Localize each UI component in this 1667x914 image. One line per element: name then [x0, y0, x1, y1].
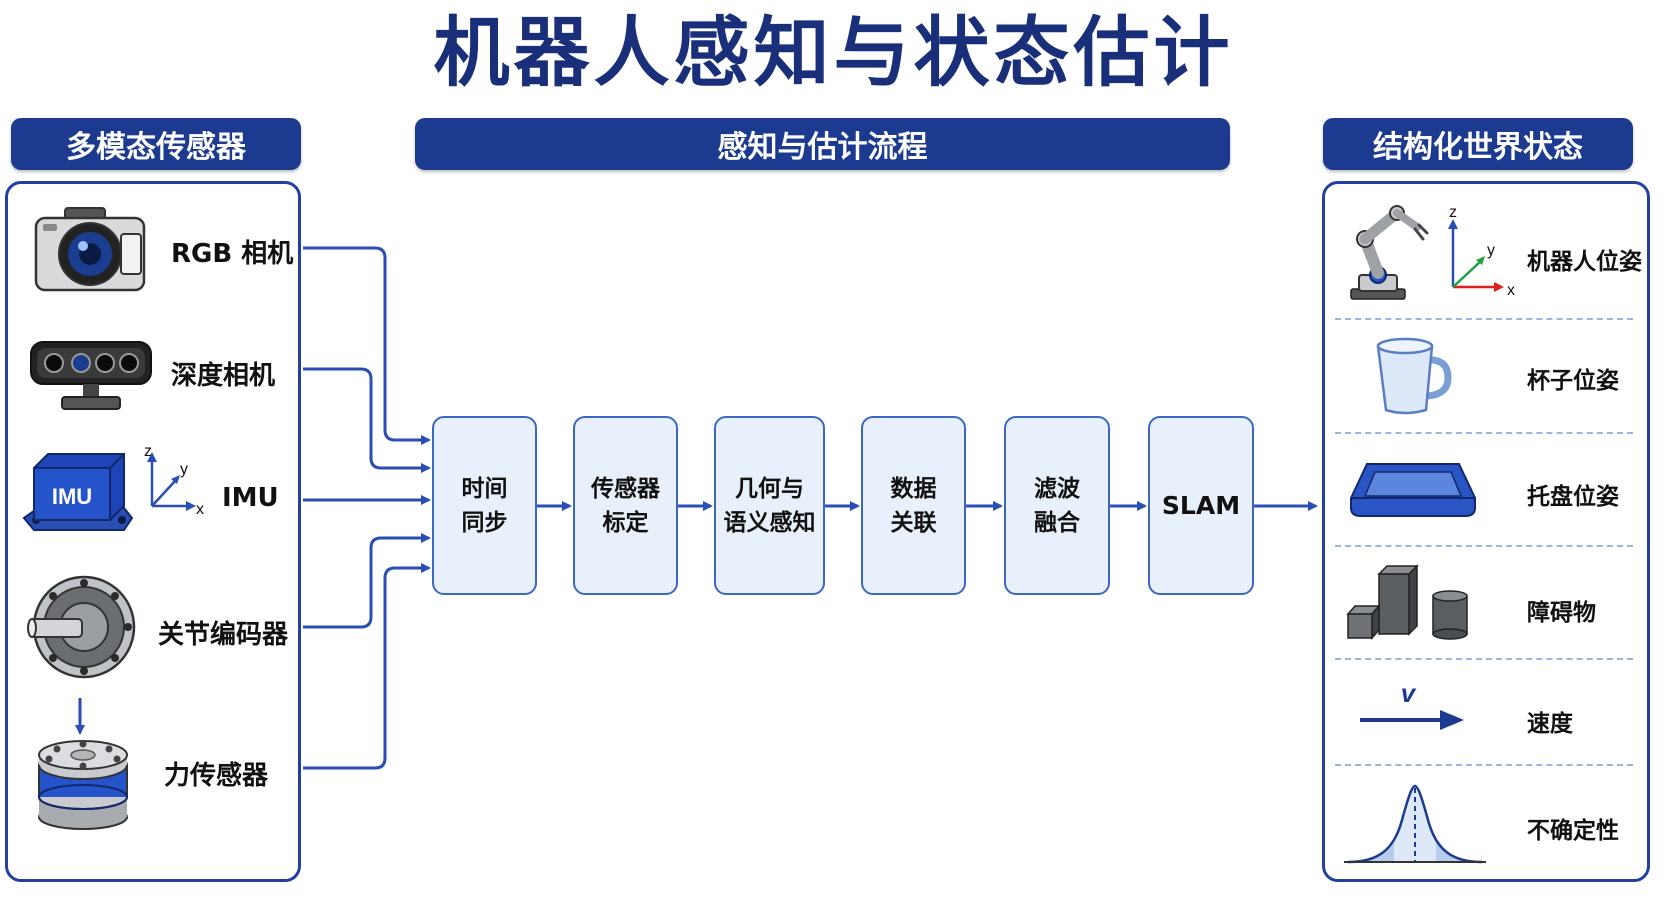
- cup-icon: [1376, 337, 1452, 415]
- step-data-association: 数据 关联: [861, 416, 966, 595]
- camera-icon: [34, 207, 146, 292]
- step-label: 传感器 标定: [591, 475, 660, 536]
- step-sensor-calibration: 传感器 标定: [573, 416, 678, 595]
- output-label-obstacles: 障碍物: [1527, 600, 1596, 626]
- step-geometric-semantic-perception: 几何与 语义感知: [714, 416, 825, 595]
- encoder-icon: [27, 575, 136, 679]
- axis-y-label: y: [1487, 242, 1495, 259]
- obstacles-icon: [1346, 564, 1468, 640]
- sensor-label-force-sensor: 力传感器: [164, 761, 269, 791]
- sensor-label-joint-encoder: 关节编码器: [158, 620, 289, 650]
- step-label: 几何与 语义感知: [723, 475, 816, 536]
- pose-axes-icon: z y x: [1448, 204, 1515, 299]
- robot-arm-icon: [1350, 205, 1429, 300]
- pipeline-header: 感知与估计流程: [415, 118, 1230, 170]
- step-label: 时间 同步: [461, 475, 508, 536]
- axis-z-label: z: [144, 443, 152, 460]
- divider: [1335, 545, 1633, 547]
- step-label: 数据 关联: [890, 475, 937, 536]
- velocity-symbol: v: [1401, 678, 1417, 708]
- output-label-uncertainty: 不确定性: [1527, 818, 1619, 844]
- step-filter-fusion: 滤波 融合: [1004, 416, 1110, 595]
- imu-badge-text: IMU: [52, 484, 92, 509]
- step-label: 滤波 融合: [1034, 475, 1080, 536]
- sensor-label-rgb-camera: RGB 相机: [171, 239, 294, 269]
- depth-camera-icon: [30, 341, 152, 410]
- imu-axes-icon: z y x: [144, 443, 204, 518]
- divider: [1335, 318, 1633, 320]
- tray-icon: [1350, 463, 1476, 517]
- divider: [1335, 764, 1633, 766]
- divider: [1335, 432, 1633, 434]
- gaussian-curve-icon: [1344, 784, 1486, 864]
- axis-z-label: z: [1449, 204, 1457, 221]
- output-label-velocity: 速度: [1527, 711, 1573, 737]
- output-label-robot-pose: 机器人位姿: [1527, 249, 1642, 275]
- step-time-sync: 时间 同步: [432, 416, 537, 595]
- output-label-cup-pose: 杯子位姿: [1527, 368, 1619, 394]
- velocity-arrow-icon: v: [1360, 678, 1464, 730]
- force-sensor-icon: [38, 740, 128, 830]
- output-label-tray-pose: 托盘位姿: [1527, 484, 1619, 510]
- axis-x-label: x: [196, 501, 204, 518]
- step-label: SLAM: [1161, 490, 1241, 520]
- sensor-label-depth-camera: 深度相机: [171, 361, 276, 391]
- outputs-header: 结构化世界状态: [1323, 118, 1633, 170]
- axis-y-label: y: [180, 461, 188, 478]
- axis-x-label: x: [1507, 282, 1515, 299]
- page-title: 机器人感知与状态估计: [433, 8, 1234, 97]
- imu-icon: IMU: [22, 453, 134, 531]
- sensor-label-imu: IMU: [222, 483, 279, 513]
- divider: [1335, 658, 1633, 660]
- sensors-header: 多模态传感器: [11, 118, 301, 170]
- step-slam: SLAM: [1148, 416, 1254, 595]
